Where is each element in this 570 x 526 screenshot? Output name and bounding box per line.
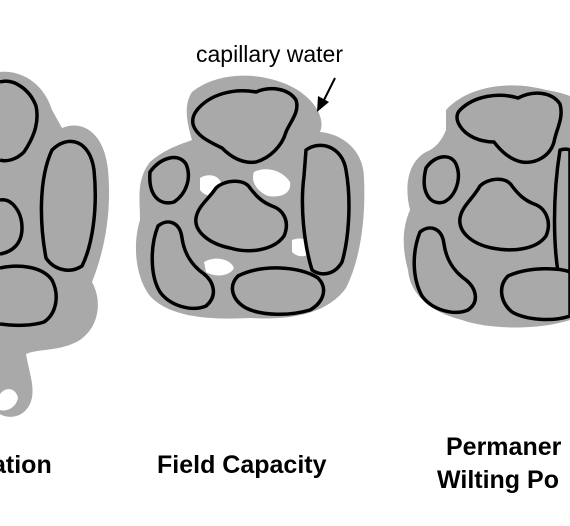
soil-grain bbox=[499, 266, 570, 322]
soil-grain bbox=[455, 91, 563, 165]
annotation-label: capillary water bbox=[196, 41, 343, 67]
panel-saturation bbox=[0, 71, 110, 417]
panel-wilting-point bbox=[403, 85, 570, 328]
soil-grain bbox=[458, 177, 551, 252]
soil-grain bbox=[39, 139, 97, 272]
soil-grain bbox=[552, 147, 570, 279]
panel-field-capacity bbox=[135, 75, 365, 319]
caption-wilting-line1: Permaner bbox=[446, 433, 562, 461]
soil-grain bbox=[0, 198, 24, 256]
soil-grain bbox=[300, 143, 351, 276]
air-pore bbox=[252, 169, 291, 197]
soil-grain bbox=[230, 266, 326, 317]
soil-grain bbox=[194, 179, 289, 253]
annotation-arrow-head bbox=[317, 96, 329, 112]
air-pore bbox=[204, 258, 234, 276]
soil-grain bbox=[422, 155, 461, 205]
soil-grain bbox=[148, 155, 191, 205]
soil-grain bbox=[412, 226, 478, 315]
caption-wilting-line2: Wilting Po bbox=[437, 466, 559, 494]
soil-grain bbox=[150, 220, 216, 311]
soil-grain bbox=[0, 264, 58, 328]
saturated-pore bbox=[0, 389, 18, 411]
caption-saturation: ation bbox=[0, 451, 52, 479]
caption-field-capacity: Field Capacity bbox=[157, 451, 327, 479]
capillary-water-annotation: capillary water bbox=[196, 41, 343, 112]
soil-grain bbox=[0, 79, 39, 163]
soil-grain bbox=[191, 86, 299, 165]
